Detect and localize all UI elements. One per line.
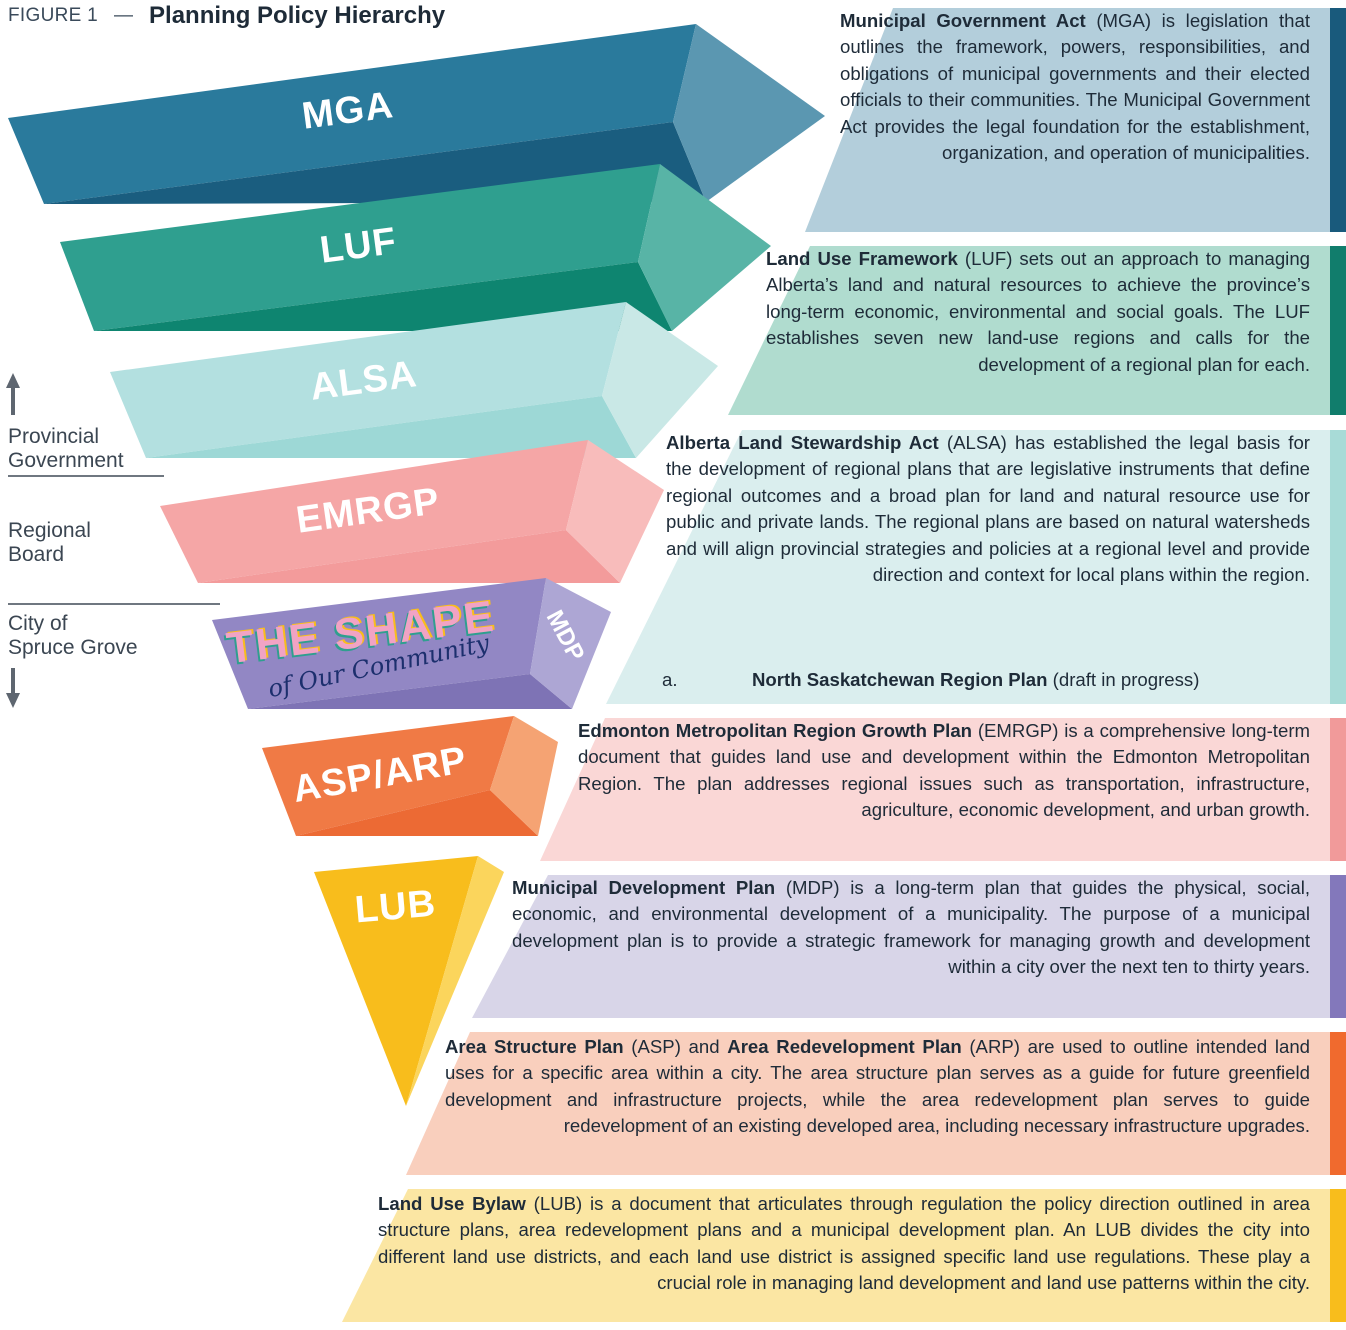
mdp-term: Municipal Development Plan <box>512 877 776 898</box>
luf-body: (LUF) sets out an approach to managing A… <box>766 248 1310 375</box>
luf-panel-bar <box>1330 246 1346 415</box>
provincial-divider <box>8 475 164 477</box>
emrgp-panel-bar <box>1330 718 1346 861</box>
alsa-block <box>110 302 718 458</box>
alsa-subitem-term: North Saskatchewan Region Plan <box>752 669 1048 690</box>
mga-panel-bg <box>805 8 1330 232</box>
emrgp-description: Edmonton Metropolitan Region Growth Plan… <box>578 718 1310 824</box>
regional-divider <box>8 603 220 605</box>
lub-label: LUB <box>353 882 438 932</box>
regional-board-label: Regional Board <box>8 519 91 567</box>
provincial-government-label: Provincial Government <box>8 425 124 473</box>
regional-line-1: Regional <box>8 519 91 542</box>
figure-title: Planning Policy Hierarchy <box>149 2 446 29</box>
alsa-body: (ALSA) has established the legal basis f… <box>666 432 1310 586</box>
alsa-description: Alberta Land Stewardship Act (ALSA) has … <box>666 430 1310 588</box>
alsa-panel-bg <box>606 430 1330 704</box>
asp-body: (ASP) and <box>623 1036 728 1057</box>
emrgp-block <box>160 440 664 583</box>
mga-description: Municipal Government Act (MGA) is legisl… <box>840 8 1310 166</box>
mga-panel-bar <box>1330 8 1346 232</box>
mdp-panel-bg <box>472 875 1330 1018</box>
mdp-panel-bar <box>1330 875 1346 1018</box>
lub-body: (LUB) is a document that articulates thr… <box>378 1193 1310 1294</box>
asp-term: Area Structure Plan <box>445 1036 624 1057</box>
arp-term: Area Redevelopment Plan <box>727 1036 962 1057</box>
emrgp-term: Edmonton Metropolitan Region Growth Plan <box>578 720 973 741</box>
city-line-2: Spruce Grove <box>8 636 138 659</box>
provincial-line-1: Provincial <box>8 425 100 448</box>
luf-description: Land Use Framework (LUF) sets out an app… <box>766 246 1310 378</box>
arrow-up-icon <box>6 373 20 415</box>
luf-term: Land Use Framework <box>766 248 958 269</box>
emrgp-panel-bg <box>540 718 1330 861</box>
luf-block <box>60 164 771 331</box>
asp-panel-bg <box>406 1032 1330 1175</box>
mga-term: Municipal Government Act <box>840 10 1086 31</box>
lub-panel-bg <box>342 1189 1330 1322</box>
mga-body: (MGA) is legislation that outlines the f… <box>840 10 1310 164</box>
asp-description: Area Structure Plan (ASP) and Area Redev… <box>445 1034 1310 1140</box>
alsa-subitem: a. North Saskatchewan Region Plan (draft … <box>662 669 1199 691</box>
lub-panel-bar <box>1330 1189 1346 1322</box>
lub-description: Land Use Bylaw (LUB) is a document that … <box>378 1191 1310 1297</box>
emrgp-body: (EMRGP) is a comprehensive long-term doc… <box>578 720 1310 821</box>
provincial-line-2: Government <box>8 449 124 472</box>
alsa-subitem-body: (draft in progress) <box>1047 669 1200 690</box>
mga-block <box>8 24 825 204</box>
arp-body: (ARP) are used to outline intended land … <box>445 1036 1310 1137</box>
lub-term: Land Use Bylaw <box>378 1193 526 1214</box>
mdp-body: (MDP) is a long-term plan that guides th… <box>512 877 1310 978</box>
lub-block <box>314 856 504 1106</box>
asp-block <box>262 716 558 836</box>
mdp-block <box>212 578 611 709</box>
luf-panel-bg <box>728 246 1330 415</box>
regional-line-2: Board <box>8 543 65 566</box>
arrow-down-icon <box>6 668 20 708</box>
alsa-term: Alberta Land Stewardship Act <box>666 432 939 453</box>
city-line-1: City of <box>8 612 68 635</box>
figure-number: FIGURE 1 <box>8 5 99 26</box>
asp-panel-bar <box>1330 1032 1346 1175</box>
figure-dash: — <box>114 5 134 26</box>
city-label: City of Spruce Grove <box>8 612 138 660</box>
figure-header: FIGURE 1 — Planning Policy Hierarchy <box>8 0 445 32</box>
mdp-description: Municipal Development Plan (MDP) is a lo… <box>512 875 1310 981</box>
alsa-panel-bar <box>1330 430 1346 704</box>
alsa-subitem-marker: a. <box>662 669 678 690</box>
